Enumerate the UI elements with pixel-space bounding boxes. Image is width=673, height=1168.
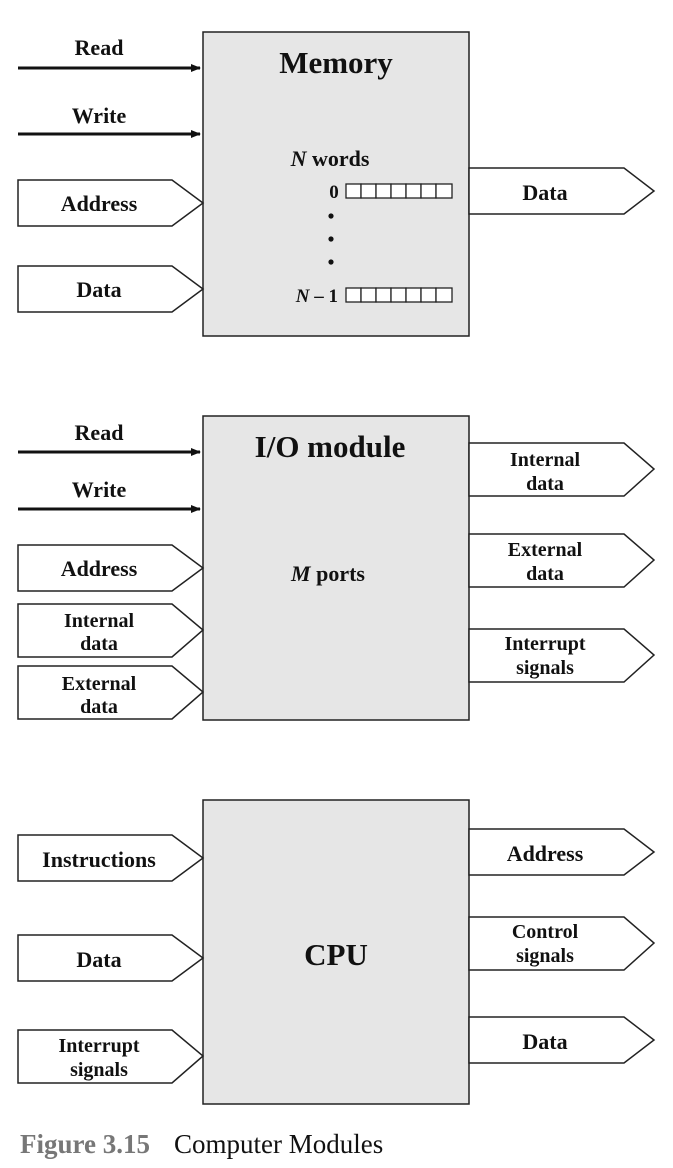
io-read-input: Read (18, 420, 201, 456)
svg-text:Read: Read (75, 420, 124, 445)
memory-ellipsis-dots (328, 213, 334, 265)
memory-data-output: Data (468, 167, 656, 215)
svg-text:signals: signals (516, 657, 574, 679)
io-external-data-output: External data (468, 533, 656, 588)
svg-text:signals: signals (70, 1059, 128, 1081)
svg-text:Data: Data (522, 1029, 567, 1054)
cpu-title: CPU (304, 937, 368, 972)
svg-text:Instructions: Instructions (42, 847, 156, 872)
cpu-control-signals-output: Control signals (468, 916, 656, 971)
svg-text:data: data (80, 696, 118, 718)
svg-text:data: data (80, 633, 118, 655)
svg-text:Interrupt: Interrupt (504, 633, 585, 655)
io-internal-data-output: Internal data (468, 442, 656, 497)
memory-word-cells-last (345, 287, 453, 303)
svg-text:Data: Data (76, 277, 121, 302)
io-module-title: I/O module (255, 429, 406, 464)
io-internal-data-input: Internal data (17, 603, 205, 658)
cpu-data-input: Data (17, 934, 205, 982)
memory-data-input: Data (17, 265, 205, 313)
memory-module: Memory N words 0 N – 1 (17, 31, 656, 337)
memory-word-cells-first (345, 183, 453, 199)
svg-text:Write: Write (72, 103, 127, 128)
io-module-port-count: M ports (290, 561, 365, 586)
cpu-data-output: Data (468, 1016, 656, 1064)
io-interrupt-signals-output: Interrupt signals (468, 628, 656, 683)
memory-word-count: N words (290, 146, 370, 171)
io-address-input: Address (17, 544, 205, 592)
memory-title: Memory (279, 45, 393, 80)
cpu-box (202, 799, 470, 1105)
svg-text:Data: Data (76, 947, 121, 972)
svg-text:Internal: Internal (510, 449, 580, 471)
svg-text:Address: Address (61, 556, 138, 581)
cpu-module: CPU Instructions Data Interrupt signals … (17, 799, 656, 1105)
svg-text:Address: Address (507, 841, 584, 866)
svg-text:data: data (526, 563, 564, 585)
memory-read-input: Read (18, 35, 201, 72)
svg-text:External: External (62, 673, 137, 695)
memory-write-input: Write (18, 103, 201, 138)
memory-address-input: Address (17, 179, 205, 227)
io-external-data-input: External data (17, 665, 205, 720)
figure-caption: Figure 3.15 Computer Modules (20, 1129, 383, 1159)
svg-text:Internal: Internal (64, 610, 134, 632)
memory-first-index: 0 (329, 182, 339, 203)
svg-text:Read: Read (75, 35, 124, 60)
figure-number: Figure 3.15 (20, 1129, 150, 1159)
io-module: I/O module M ports Read Write Address In… (17, 415, 656, 721)
figure-title: Computer Modules (174, 1129, 383, 1159)
svg-text:Interrupt: Interrupt (58, 1035, 139, 1057)
svg-text:Address: Address (61, 191, 138, 216)
cpu-interrupt-signals-input: Interrupt signals (17, 1029, 205, 1084)
cpu-address-output: Address (468, 828, 656, 876)
svg-text:Control: Control (512, 921, 579, 943)
svg-text:Write: Write (72, 477, 127, 502)
svg-text:External: External (508, 539, 583, 561)
io-write-input: Write (18, 477, 201, 513)
svg-text:data: data (526, 473, 564, 495)
svg-text:Data: Data (522, 180, 567, 205)
svg-text:signals: signals (516, 945, 574, 967)
memory-last-index: N – 1 (295, 286, 338, 307)
cpu-instructions-input: Instructions (17, 834, 205, 882)
